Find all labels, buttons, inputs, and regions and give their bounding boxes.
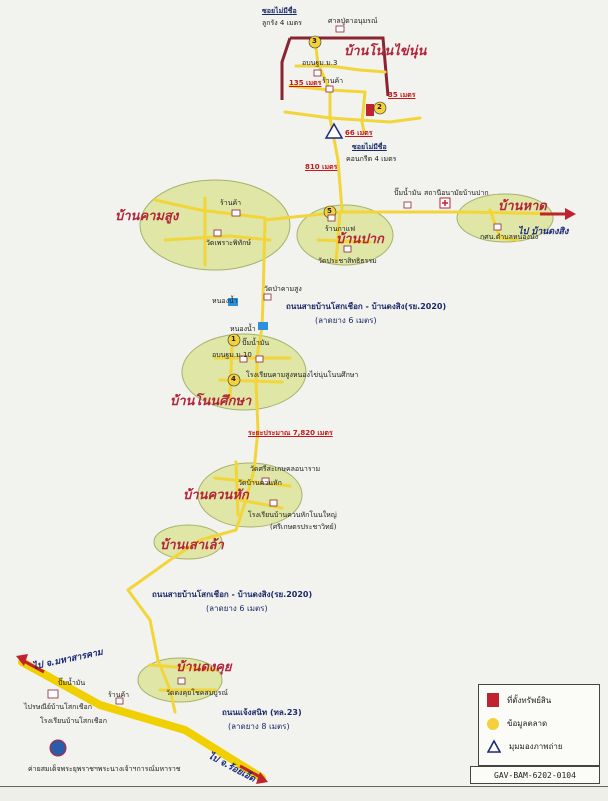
- school-sikha-label: โรงเรียนคามสูงหนองไข่นุ่นโนนศึกษา: [246, 371, 359, 379]
- gas-pak-label: ปั๊มน้ำมัน: [394, 189, 422, 197]
- distance-810: 810 เมตร: [305, 163, 338, 171]
- alley-mid-sub: คอนกรีต 4 เมตร: [346, 155, 397, 163]
- gas-sikha-label: ปั๊มน้ำมัน: [242, 339, 270, 347]
- alley-top-label: ซอยไม่มีชื่อ: [262, 7, 297, 15]
- gas-dong-label: ปั๊มน้ำมัน: [58, 679, 86, 687]
- hospital-label: ค่ายสมเด็จพระยุพราชฯพระนางเจ้าฯการณ์มหาร…: [28, 765, 181, 773]
- village-khuan-hak: บ้านควนหัก: [183, 488, 249, 503]
- alley-mid-label: ซอยไม่มีชื่อ: [352, 143, 387, 151]
- hospital-seal-icon: [49, 739, 67, 757]
- village-non-khai-nun: บ้านโนนไข่นุ่น: [344, 44, 427, 59]
- property-marker: [366, 104, 374, 116]
- school-khuan-sub: (ศรีเกษตรประชาวิทย์): [270, 523, 337, 531]
- village-area-sao-lao: [153, 524, 223, 560]
- map-legend: ที่ตั้งทรัพย์สิน ข้อมูลตลาด มุมมองภาพถ่า…: [478, 684, 600, 766]
- village-kham-sung: บ้านคามสูง: [115, 209, 179, 224]
- document-code: GAV-BAM-6202-0104: [470, 766, 600, 784]
- school-sok-label: โรงเรียนบ้านโสกเชือก: [40, 717, 107, 725]
- marker-2-number: 2: [377, 103, 382, 111]
- post-label: ไปรษณีย์บ้านโสกเชือก: [24, 703, 92, 711]
- village-sao-lao: บ้านเสาเล้า: [160, 538, 224, 553]
- market-marker-3: [308, 35, 322, 49]
- school-hat-label: กศน.ตำบลหนองนั่ง: [480, 233, 539, 241]
- road-highway-title: ถนนแจ้งสนิท (ทล.23): [222, 708, 302, 717]
- office-top-label: อบนฐม.ม.3: [302, 59, 338, 67]
- road-south-sub: (ลาดยาง 6 เมตร): [206, 604, 268, 613]
- temple-kham2-label: วัดป่าคามสูง: [264, 285, 302, 293]
- distance-35: 35 เมตร: [388, 91, 416, 99]
- water-marker-top: [228, 298, 238, 306]
- village-area-hat: [456, 193, 554, 243]
- alley-top-sub: ลูกรัง 4 เมตร: [262, 19, 302, 27]
- market-marker-2: [373, 101, 387, 115]
- health-label: สถานีอนามัยบ้านปาก: [424, 189, 489, 197]
- temple-pak-label: วัดประชาสิทธิธรรม: [318, 257, 377, 265]
- property-swatch-icon: [487, 693, 499, 707]
- shrine-label: ศาลปู่ตาอนุมรณ์: [328, 17, 378, 25]
- distance-135: 135 เมตร: [289, 79, 322, 87]
- marker-3-number: 3: [312, 37, 317, 45]
- view-angle-icon: [324, 122, 344, 139]
- shop-kham-label: ร้านค้า: [220, 199, 242, 207]
- legend-row-market: ข้อมูลตลาด: [487, 717, 547, 730]
- road-main-title: ถนนสายบ้านโสกเชือก - บ้านดงสิง(รย.2020): [286, 302, 447, 311]
- highway-road: [18, 658, 266, 782]
- market-dot-icon: [487, 717, 499, 730]
- market-marker-4: [227, 373, 241, 387]
- village-dong-khui: บ้านดงคุย: [176, 660, 232, 675]
- coffee-label: ร้านกาแฟ: [325, 225, 356, 233]
- village-hat: บ้านหาด: [498, 199, 547, 214]
- temple-khuan2-label: วัดบ้านควนหัก: [238, 479, 282, 487]
- distance-total: ระยะประมาณ 7,820 เมตร: [248, 429, 333, 437]
- marker-4-number: 4: [231, 375, 236, 383]
- marker-1-number: 1: [231, 335, 236, 343]
- temple-kham-label: วัดเพราะพิทักษ์: [206, 239, 252, 247]
- legend-property-label: ที่ตั้งทรัพย์สิน: [507, 695, 552, 705]
- office-sikha-label: อบนฐม.ม.10: [212, 351, 252, 359]
- distance-66: 66 เมตร: [345, 129, 373, 137]
- temple-dong-label: วัดดงคุยโชคสมบูรณ์: [166, 689, 229, 697]
- arrow-down-right-icon: [239, 764, 263, 780]
- arrow-left-icon: [21, 658, 45, 674]
- direction-dong-sing: ไป บ้านดงสิง: [518, 227, 569, 237]
- village-area-kham-sung: [139, 179, 291, 271]
- water-bot-label: หนองน้ำ: [230, 325, 256, 333]
- road-south-title: ถนนสายบ้านโสกเชือก - บ้านดงสิง(รย.2020): [152, 590, 313, 599]
- marker-5-number: 5: [327, 207, 332, 215]
- page-footer-strip: [0, 786, 608, 801]
- village-non-sikha: บ้านโนนศึกษา: [170, 394, 252, 409]
- cross-icon: [439, 197, 451, 209]
- village-area-non-sikha: [181, 333, 307, 411]
- shop-top-label: ร้านค้า: [322, 77, 344, 85]
- village-pak: บ้านปาก: [336, 232, 384, 247]
- view-angle-legend-icon: [487, 739, 501, 753]
- shop-dong-label: ร้านค้า: [108, 691, 130, 699]
- legend-market-label: ข้อมูลตลาด: [507, 719, 548, 728]
- water-top-label: หนองน้ำ: [212, 297, 238, 305]
- road-main-sub: (ลาดยาง 6 เมตร): [315, 316, 377, 325]
- road-highway-sub: (ลาดยาง 8 เมตร): [228, 722, 290, 731]
- legend-view-label: มุมมองภาพถ่าย: [509, 741, 563, 751]
- legend-row-property: ที่ตั้งทรัพย์สิน: [487, 693, 551, 707]
- village-area-pak: [296, 204, 394, 266]
- market-marker-1: [227, 333, 241, 347]
- temple-khuan1-label: วัดศรีสะเกษคลอนาราม: [250, 465, 321, 473]
- boundary-line: [280, 36, 390, 100]
- school-khuan-label: โรงเรียนบ้านควนหักโนนใหญ่: [248, 511, 337, 519]
- building-icons: [47, 25, 502, 705]
- water-marker-bot: [258, 322, 268, 330]
- legend-row-view: มุมมองภาพถ่าย: [487, 739, 563, 753]
